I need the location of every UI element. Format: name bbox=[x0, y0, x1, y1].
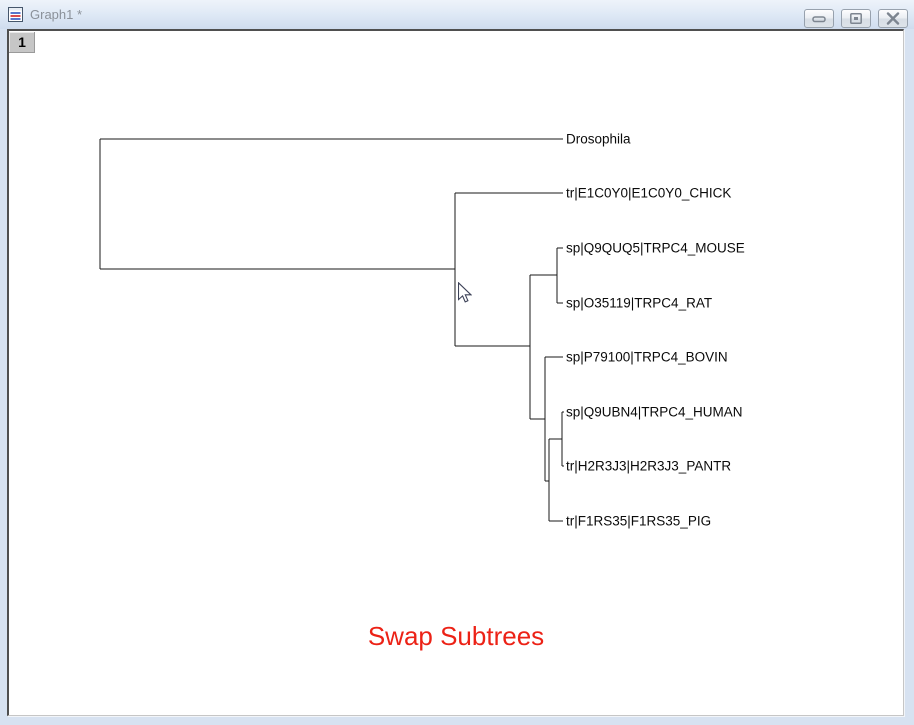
restore-button[interactable] bbox=[841, 9, 871, 28]
minimize-icon bbox=[812, 16, 826, 23]
close-button[interactable] bbox=[878, 9, 908, 28]
tree-leaf-label[interactable]: Drosophila bbox=[566, 132, 631, 147]
tree-leaf-label[interactable]: sp|O35119|TRPC4_RAT bbox=[566, 296, 712, 311]
tree-leaf-label[interactable]: sp|Q9UBN4|TRPC4_HUMAN bbox=[566, 405, 743, 420]
tree-leaf-label[interactable]: tr|F1RS35|F1RS35_PIG bbox=[566, 514, 711, 529]
tree-leaf-label[interactable]: tr|E1C0Y0|E1C0Y0_CHICK bbox=[566, 186, 731, 201]
close-icon bbox=[886, 12, 900, 25]
minimize-button[interactable] bbox=[804, 9, 834, 28]
graph-page[interactable]: 1 Drosophila tr|E1C0Y0|E1C0Y0_CHICK sp|Q9Q… bbox=[7, 29, 904, 716]
swap-subtrees-annotation[interactable]: Swap Subtrees bbox=[367, 621, 545, 651]
tree-leaf-label[interactable]: sp|Q9QUQ5|TRPC4_MOUSE bbox=[566, 241, 745, 256]
phylogenetic-tree[interactable]: Drosophila tr|E1C0Y0|E1C0Y0_CHICK sp|Q9QUQ… bbox=[9, 31, 903, 715]
restore-icon bbox=[850, 13, 862, 24]
window-controls bbox=[804, 9, 908, 28]
tree-leaf-label[interactable]: tr|H2R3J3|H2R3J3_PANTR bbox=[566, 459, 731, 474]
title-bar[interactable]: Graph1 * bbox=[0, 0, 914, 29]
window-title: Graph1 * bbox=[30, 7, 83, 22]
layer-number-badge[interactable]: 1 bbox=[9, 32, 35, 53]
tree-leaf-label[interactable]: sp|P79100|TRPC4_BOVIN bbox=[566, 350, 728, 365]
graph-window-icon[interactable] bbox=[8, 7, 23, 22]
